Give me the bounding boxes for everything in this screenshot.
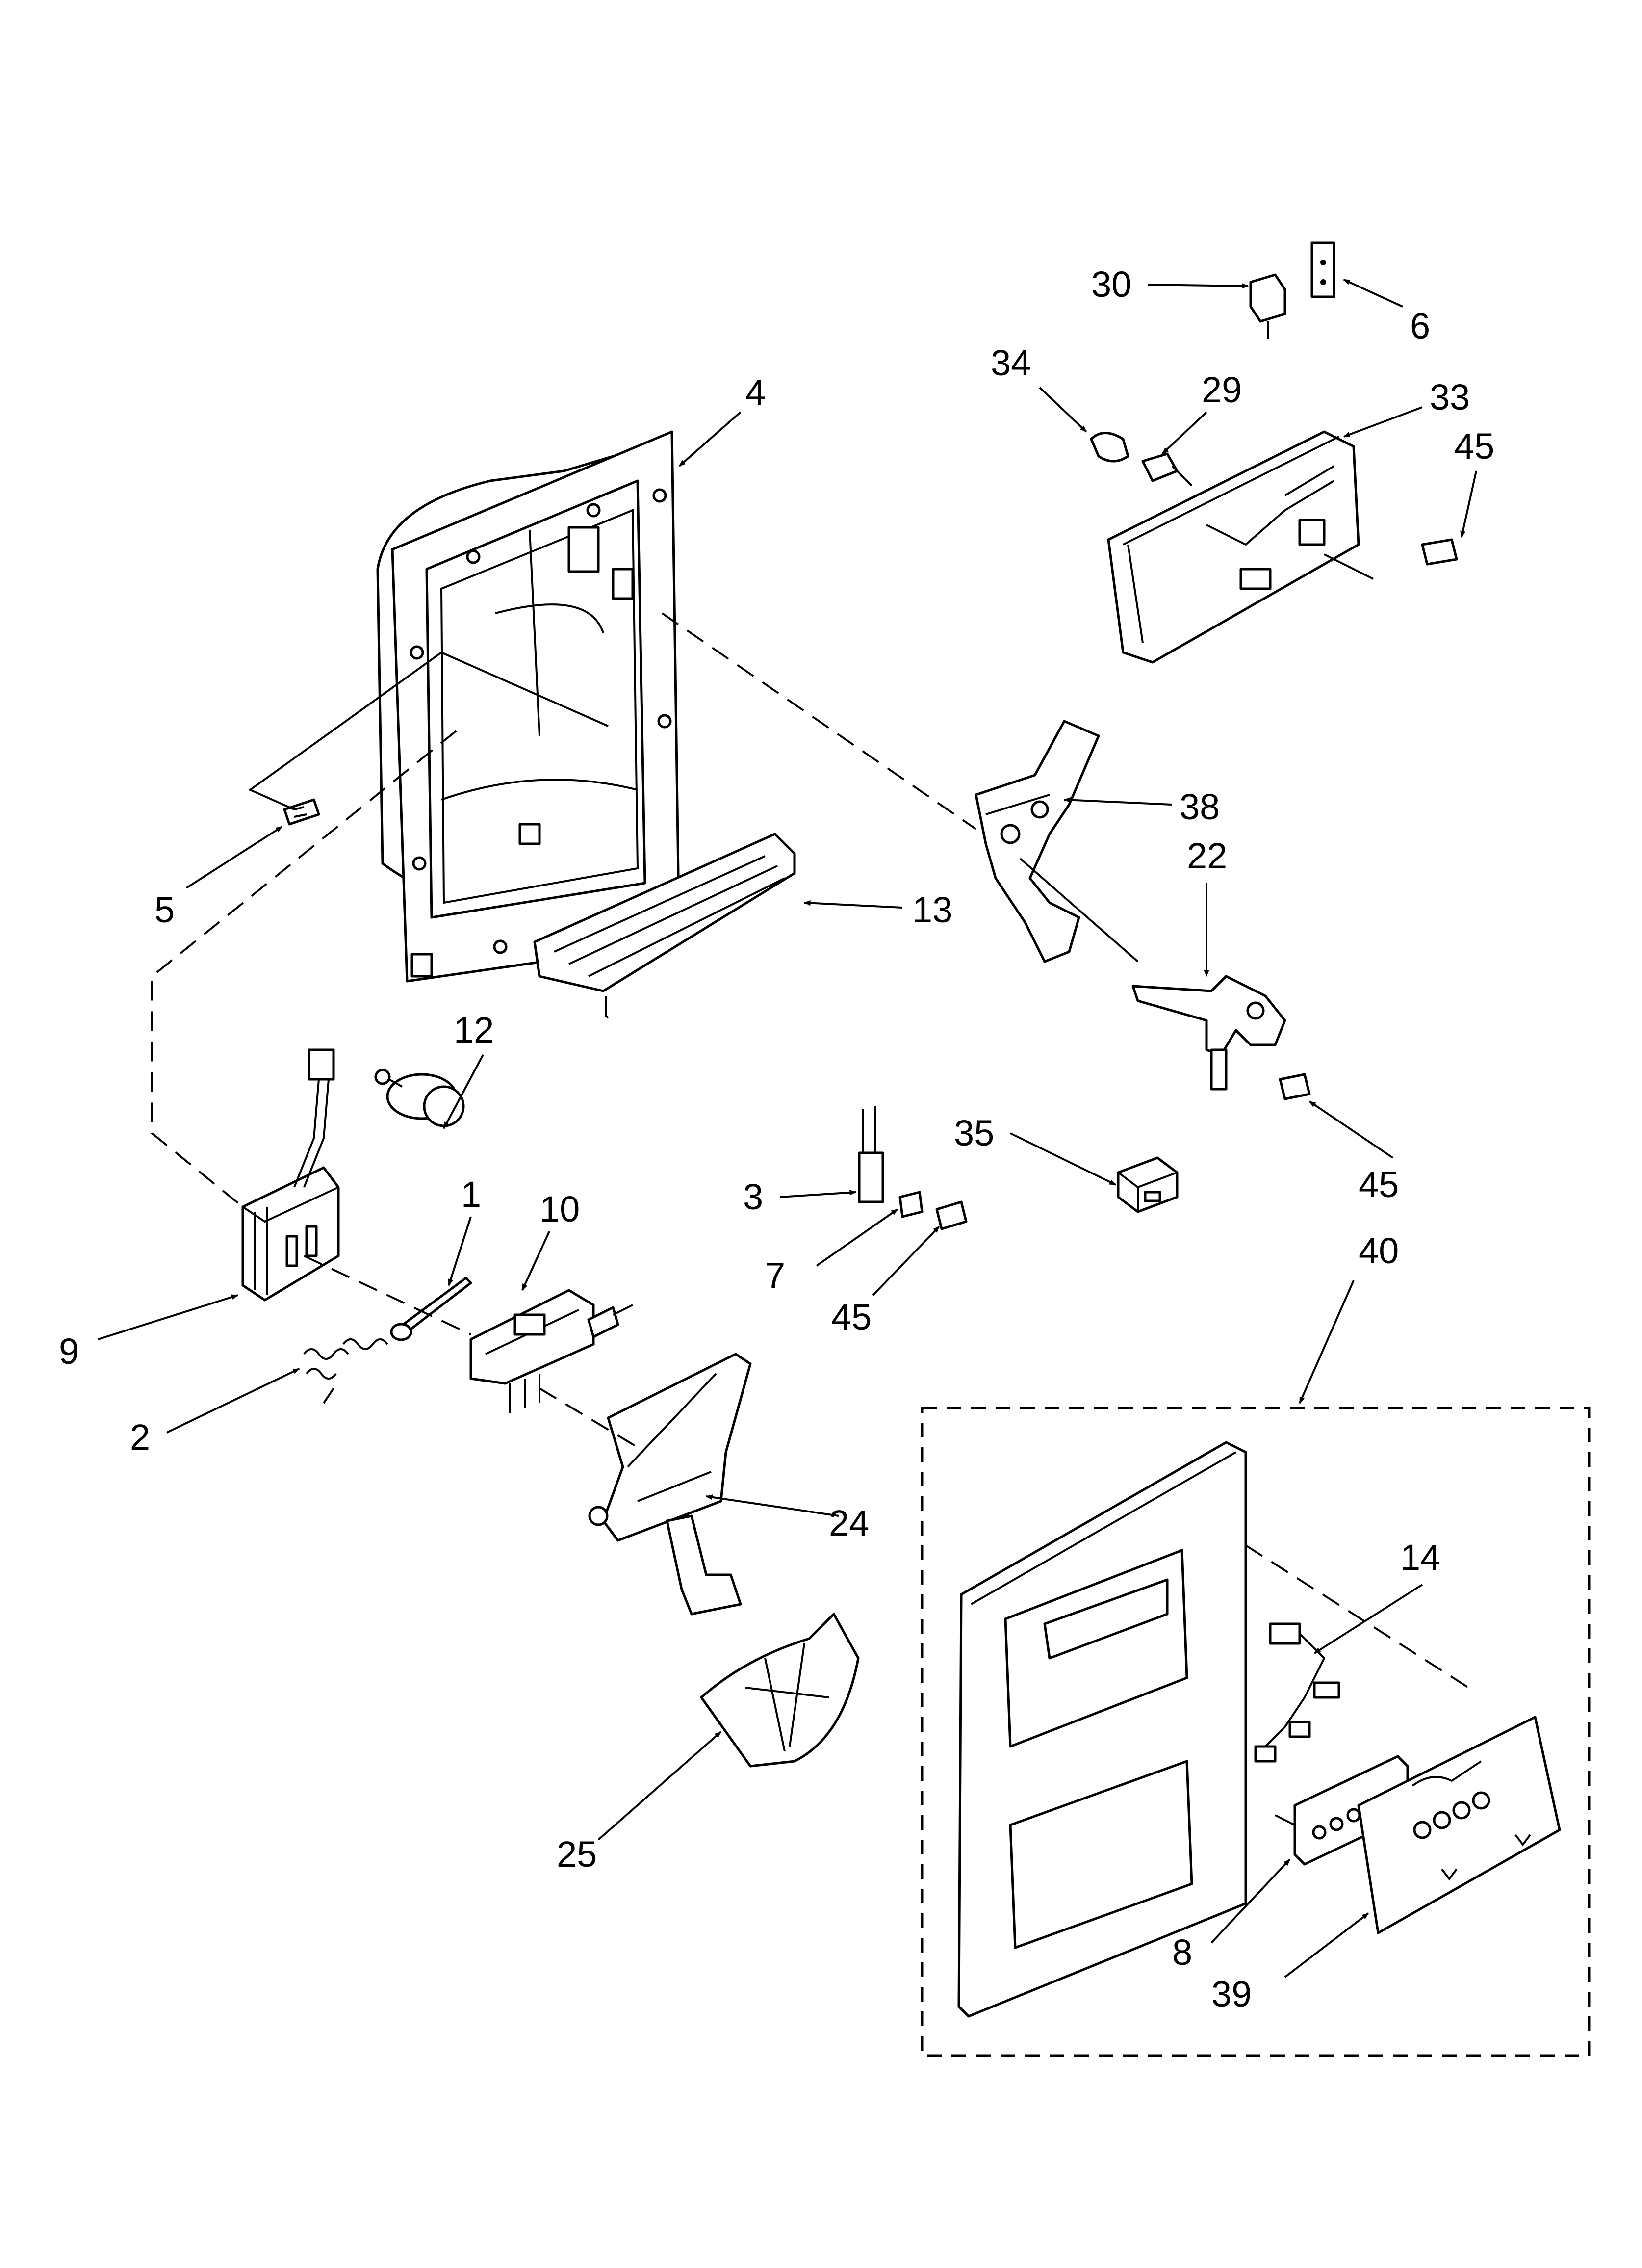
callout-6: 6 xyxy=(1410,306,1430,346)
plate-6-part xyxy=(1310,241,1335,298)
callout-3: 3 xyxy=(743,1176,763,1217)
insulator-part xyxy=(898,1191,924,1218)
callout-22: 22 xyxy=(1187,835,1227,876)
switch-part xyxy=(858,1106,884,1203)
callout-1: 1 xyxy=(461,1174,481,1215)
lamp-34-part xyxy=(1090,432,1129,463)
assembly-lines xyxy=(151,612,1477,1694)
screw-45-right-part xyxy=(1279,1073,1311,1100)
switch-block-part xyxy=(1117,1156,1179,1213)
actuator-arm-part xyxy=(975,720,1100,963)
callout-34: 34 xyxy=(991,342,1031,383)
screw-45-top-part xyxy=(1421,538,1458,566)
spring-part xyxy=(303,1338,388,1404)
drip-tray-part xyxy=(533,833,796,1019)
housing-frame-part xyxy=(376,430,681,983)
ice-chute-part xyxy=(700,1613,860,1768)
callout-30: 30 xyxy=(1091,264,1131,305)
callout-5: 5 xyxy=(154,889,175,930)
control-overlay-part xyxy=(1357,1716,1561,1934)
light-housing-part xyxy=(1107,430,1374,664)
callout-8: 8 xyxy=(1172,1932,1192,1973)
actuator-part xyxy=(469,1289,633,1413)
callout-35: 35 xyxy=(954,1113,994,1153)
dispenser-lever-part xyxy=(588,1353,752,1616)
assembly-40-box xyxy=(921,1407,1591,2057)
leader-arrows xyxy=(98,279,1477,1978)
callout-45-top: 45 xyxy=(1454,426,1494,467)
solenoid-part xyxy=(374,1069,465,1127)
socket-29-part xyxy=(1141,452,1193,487)
screw-45-mid-part xyxy=(935,1200,968,1230)
screw-5-part xyxy=(283,798,320,826)
callout-39: 39 xyxy=(1211,1974,1252,2014)
switch-30-part xyxy=(1249,273,1286,339)
callout-9: 9 xyxy=(59,1331,79,1372)
wiring-harness-part xyxy=(1254,1622,1340,1763)
callout-33: 33 xyxy=(1430,377,1470,417)
callout-45-mid: 45 xyxy=(831,1297,872,1337)
callout-4: 4 xyxy=(745,372,766,413)
callout-14: 14 xyxy=(1400,1537,1440,1578)
control-box-part xyxy=(241,1048,340,1302)
callout-40: 40 xyxy=(1359,1230,1399,1271)
callout-13: 13 xyxy=(912,889,952,930)
callout-labels: 30 6 34 29 33 45 4 38 22 5 13 12 45 35 1… xyxy=(59,264,1494,2014)
front-panel-part xyxy=(957,1441,1247,2018)
callout-29: 29 xyxy=(1202,369,1242,410)
pin-part xyxy=(390,1277,472,1341)
callout-25: 25 xyxy=(557,1834,597,1875)
bracket-part xyxy=(1131,975,1286,1091)
callout-7: 7 xyxy=(765,1255,785,1296)
callout-45-right: 45 xyxy=(1359,1164,1399,1205)
callout-38: 38 xyxy=(1180,786,1220,827)
callout-24: 24 xyxy=(829,1503,869,1543)
callout-10: 10 xyxy=(539,1189,580,1229)
callout-2: 2 xyxy=(130,1417,150,1458)
callout-12: 12 xyxy=(454,1010,494,1050)
